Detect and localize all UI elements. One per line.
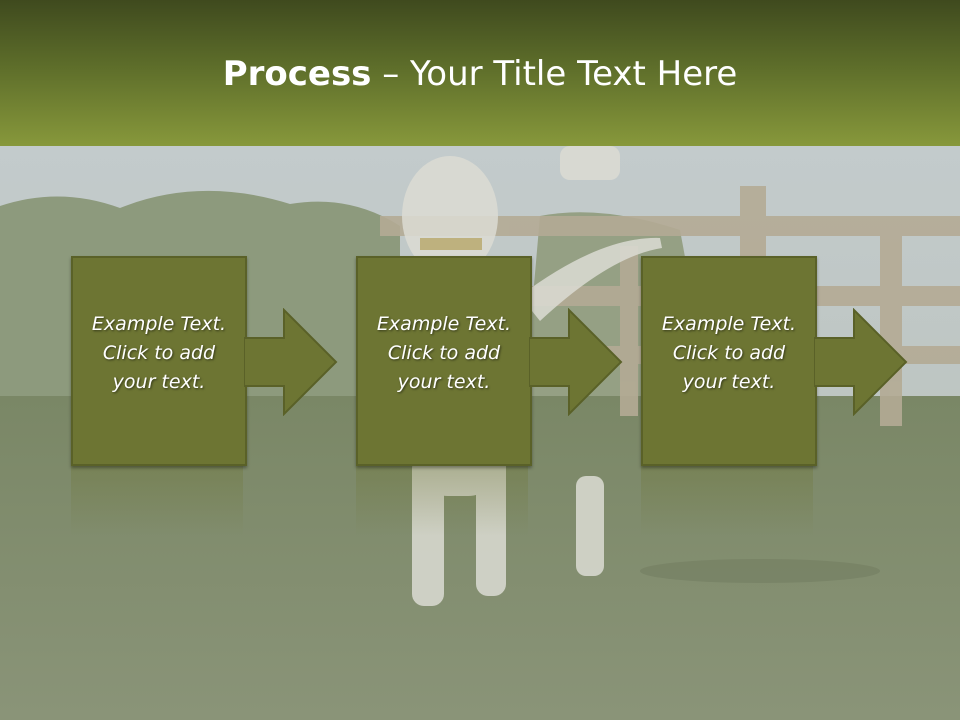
step-reflection: [641, 466, 813, 536]
arrow-right-icon: [529, 308, 623, 416]
step-box[interactable]: Example Text. Click to add your text.: [356, 256, 532, 466]
step-line: Example Text.: [661, 313, 797, 335]
step-line: your text.: [112, 371, 206, 393]
step-line: Example Text.: [376, 313, 512, 335]
step-box[interactable]: Example Text. Click to add your text.: [71, 256, 247, 466]
step-reflection: [71, 466, 243, 536]
step-line: your text.: [397, 371, 491, 393]
process-step-2: Example Text. Click to add your text.: [356, 256, 532, 536]
title-rest: – Your Title Text Here: [371, 54, 738, 94]
step-reflection: [356, 466, 528, 536]
step-text[interactable]: Example Text. Click to add your text.: [73, 310, 245, 397]
title-bar: Process – Your Title Text Here: [0, 0, 960, 146]
step-text[interactable]: Example Text. Click to add your text.: [643, 310, 815, 397]
process-step-1: Example Text. Click to add your text.: [71, 256, 247, 536]
step-line: your text.: [682, 371, 776, 393]
step-line: Click to add: [672, 342, 786, 364]
arrow-right-icon: [244, 308, 338, 416]
slide-title[interactable]: Process – Your Title Text Here: [0, 52, 960, 96]
step-line: Click to add: [102, 342, 216, 364]
step-text[interactable]: Example Text. Click to add your text.: [358, 310, 530, 397]
step-line: Click to add: [387, 342, 501, 364]
step-box[interactable]: Example Text. Click to add your text.: [641, 256, 817, 466]
arrow-right-icon: [814, 308, 908, 416]
title-bold: Process: [222, 54, 372, 94]
step-line: Example Text.: [91, 313, 227, 335]
process-step-3: Example Text. Click to add your text.: [641, 256, 817, 536]
